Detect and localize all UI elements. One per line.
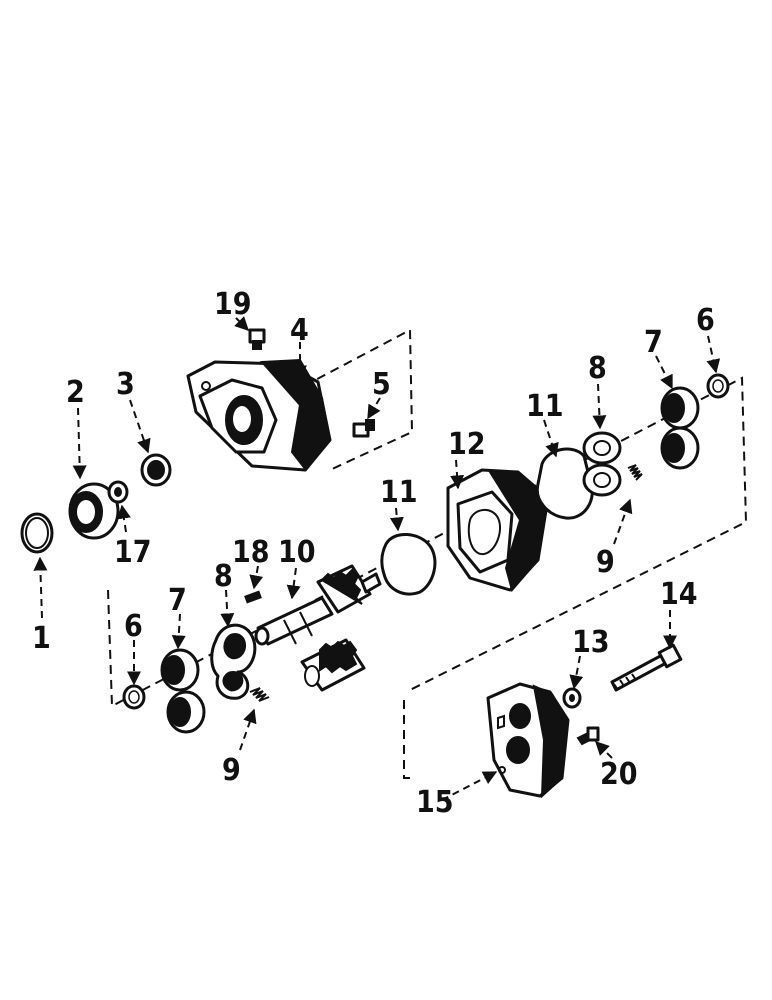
snap-ring-part-6-lower [122,684,146,710]
label-10: 10 [278,535,316,570]
label-9-upper: 9 [596,545,615,580]
label-20: 20 [600,757,638,792]
washer-part-17 [107,480,129,504]
label-14: 14 [660,577,698,612]
spring-part-9-upper [627,464,643,481]
spring-part-9-lower [249,687,270,702]
leader-lines [33,316,721,801]
snap-ring-part-6-upper [706,373,730,399]
seal-part-3 [140,453,172,487]
label-7-lower: 7 [168,583,187,618]
label-18: 18 [232,535,270,570]
bearing-plate-part-8-upper [582,431,622,497]
label-2: 2 [66,375,85,410]
bushing-part-2 [68,482,120,540]
gasket-part-11-lower [380,533,437,596]
drive-shaft-part-10 [254,564,382,646]
label-6-lower: 6 [124,609,143,644]
fitting-part-5 [352,419,375,438]
label-11-lower: 11 [380,475,418,510]
bearing-plate-part-8-lower [210,623,257,700]
label-9-lower: 9 [222,753,241,788]
gear-housing-part-12 [446,468,550,593]
label-3: 3 [116,367,135,402]
label-7-upper: 7 [644,325,663,360]
label-12: 12 [448,427,486,462]
breather-part-19 [248,328,266,350]
label-4: 4 [290,313,309,348]
mounting-flange-part-4 [186,358,332,472]
bolt-part-14 [610,643,683,692]
label-17: 17 [114,535,152,570]
assembly-frame-upper [107,376,748,708]
label-8-lower: 8 [214,559,233,594]
washer-part-13 [562,687,582,709]
callout-labels: 1 2 3 4 5 6 6 7 7 8 8 9 9 10 11 11 12 13… [32,287,715,820]
label-19: 19 [214,287,252,322]
assembly-frame-right [403,700,412,779]
label-1: 1 [32,621,51,656]
needle-bearing-part-7-lower [160,648,206,734]
label-13: 13 [572,625,610,660]
key-part-18 [244,590,262,604]
needle-bearing-part-7-upper [660,386,700,470]
label-5: 5 [372,367,391,402]
o-ring-part-1 [20,512,54,554]
label-6-upper: 6 [696,303,715,338]
end-cover-part-15 [486,682,570,799]
screw-part-20 [576,726,600,746]
driven-gear [300,638,366,692]
label-8-upper: 8 [588,351,607,386]
gasket-part-11-upper [535,447,594,520]
label-15: 15 [416,785,454,820]
mounting-flange-frame [303,328,414,471]
label-11-upper: 11 [526,389,564,424]
